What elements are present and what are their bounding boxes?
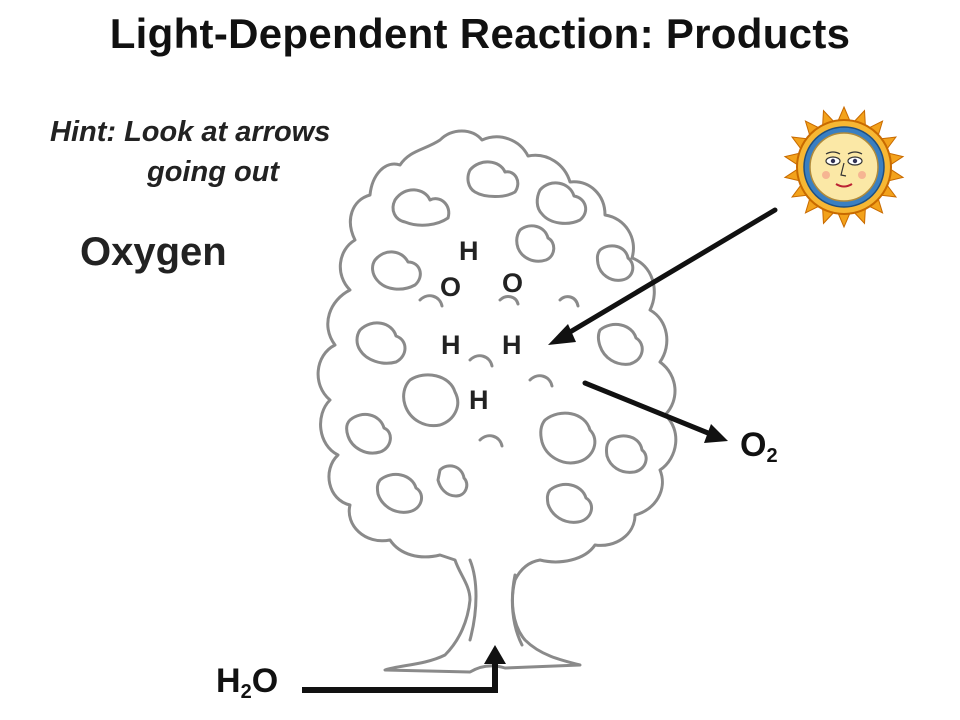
hint-line-1: Hint: Look at arrows bbox=[50, 116, 331, 148]
water-in-arrow bbox=[302, 645, 506, 693]
atom-o-left: O bbox=[440, 272, 462, 302]
h2o-subscript: 2 bbox=[240, 681, 252, 703]
atom-h-mid-right: H bbox=[502, 330, 522, 360]
atom-h-mid-left: H bbox=[441, 330, 461, 360]
oxygen-out-arrow bbox=[582, 380, 728, 443]
sun-icon bbox=[783, 105, 905, 229]
h2o-symbol-h: H bbox=[216, 662, 241, 700]
h2o-formula: H2O bbox=[216, 662, 278, 704]
page-title: Light-Dependent Reaction: Products bbox=[109, 10, 851, 57]
answer-label: Oxygen bbox=[80, 230, 227, 274]
atom-h-top: H bbox=[459, 236, 479, 266]
tree-icon bbox=[316, 129, 678, 674]
atom-h-bottom: H bbox=[469, 385, 489, 415]
o2-formula: O2 bbox=[740, 426, 778, 468]
h2o-symbol-o: O bbox=[251, 662, 279, 700]
sunlight-arrow bbox=[548, 207, 778, 345]
atom-o-right: O bbox=[502, 268, 524, 298]
hint-line-2: going out bbox=[147, 156, 280, 188]
o2-symbol: O bbox=[740, 426, 767, 464]
o2-subscript: 2 bbox=[766, 445, 778, 467]
hint-text: Hint: Look at arrows going out bbox=[40, 112, 420, 192]
